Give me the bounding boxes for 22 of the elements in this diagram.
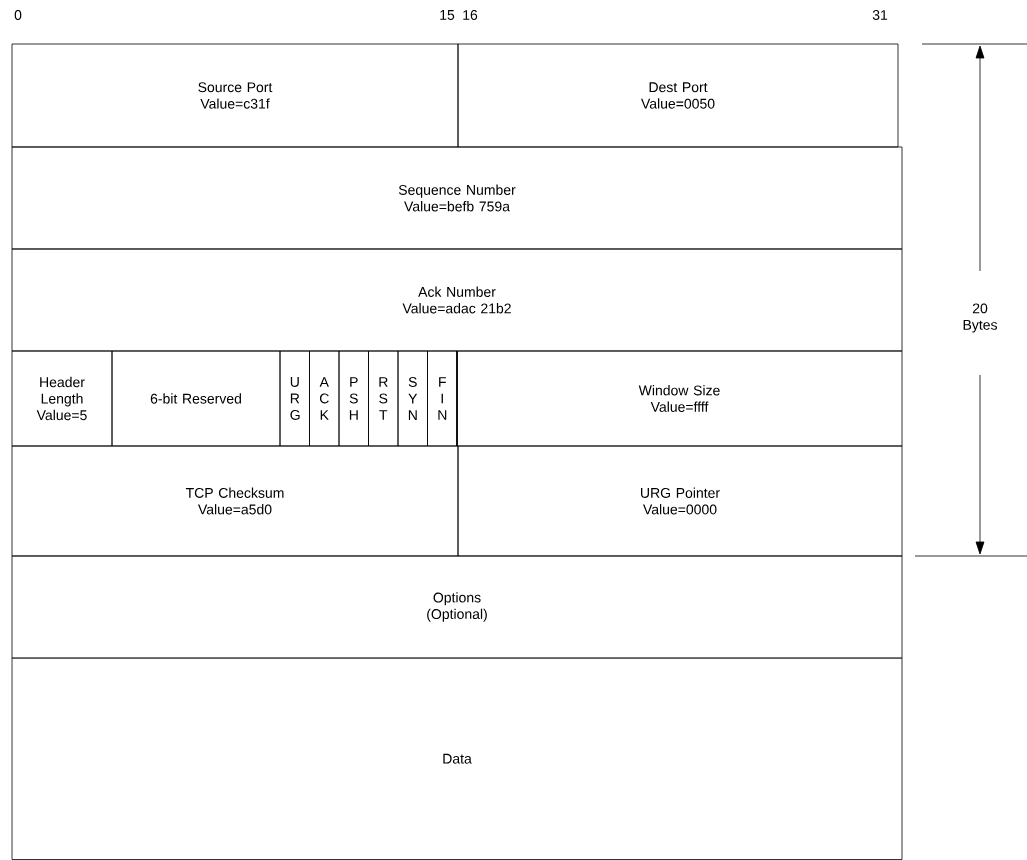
flag-cell: P S H [338, 350, 369, 447]
field-cell: Window Size Value=ffff [456, 350, 903, 447]
flag-cell: S Y N [397, 350, 428, 447]
field-cell: Source Port Value=c31f [11, 43, 459, 148]
field-cell: Dest Port Value=0050 [457, 43, 899, 148]
field-cell: Options (Optional) [11, 555, 903, 659]
bit-number: 31 [872, 10, 888, 20]
field-cell: 6-bit Reserved [111, 350, 281, 447]
flag-cell: F I N [427, 350, 458, 447]
flag-cell: U R G [279, 350, 310, 447]
dimension-label: 20 Bytes [963, 303, 997, 333]
field-cell: Ack Number Value=adac 21b2 [11, 248, 903, 352]
bit-number: 16 [463, 10, 478, 20]
field-cell: URG Pointer Value=0000 [457, 445, 903, 557]
field-cell: Sequence Number Value=befb 759a [11, 146, 903, 250]
field-cell: Data [11, 657, 903, 860]
field-cell: Header Length Value=5 [11, 350, 113, 447]
flag-cell: A C K [309, 350, 340, 447]
bit-number: 0 [14, 10, 22, 20]
bit-number: 15 [440, 10, 455, 20]
field-cell: TCP Checksum Value=a5d0 [11, 445, 459, 557]
flag-cell: R S T [368, 350, 399, 447]
